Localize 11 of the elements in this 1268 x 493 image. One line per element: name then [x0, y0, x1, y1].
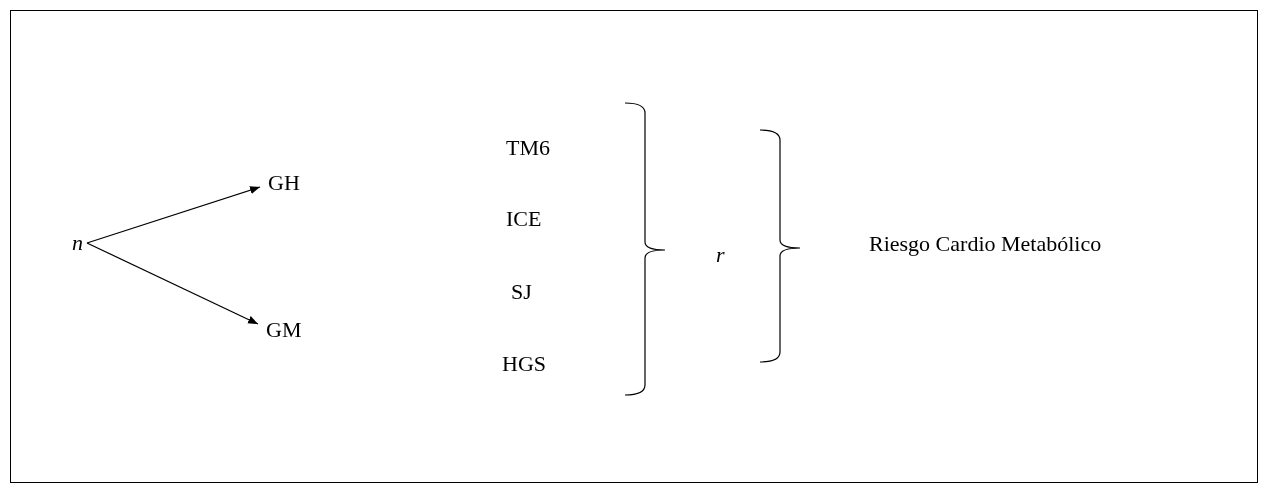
text-label: TM6: [506, 135, 550, 161]
node-label: GM: [266, 317, 302, 343]
text-label: ICE: [506, 206, 542, 232]
arrow: [86, 186, 261, 244]
text-label: SJ: [511, 279, 532, 305]
node-label: n: [72, 230, 83, 256]
text-label: HGS: [502, 351, 546, 377]
variable-label: r: [716, 242, 725, 268]
text-label: Riesgo Cardio Metabólico: [869, 231, 1102, 257]
node-label: GH: [268, 170, 300, 196]
arrow: [86, 242, 259, 325]
